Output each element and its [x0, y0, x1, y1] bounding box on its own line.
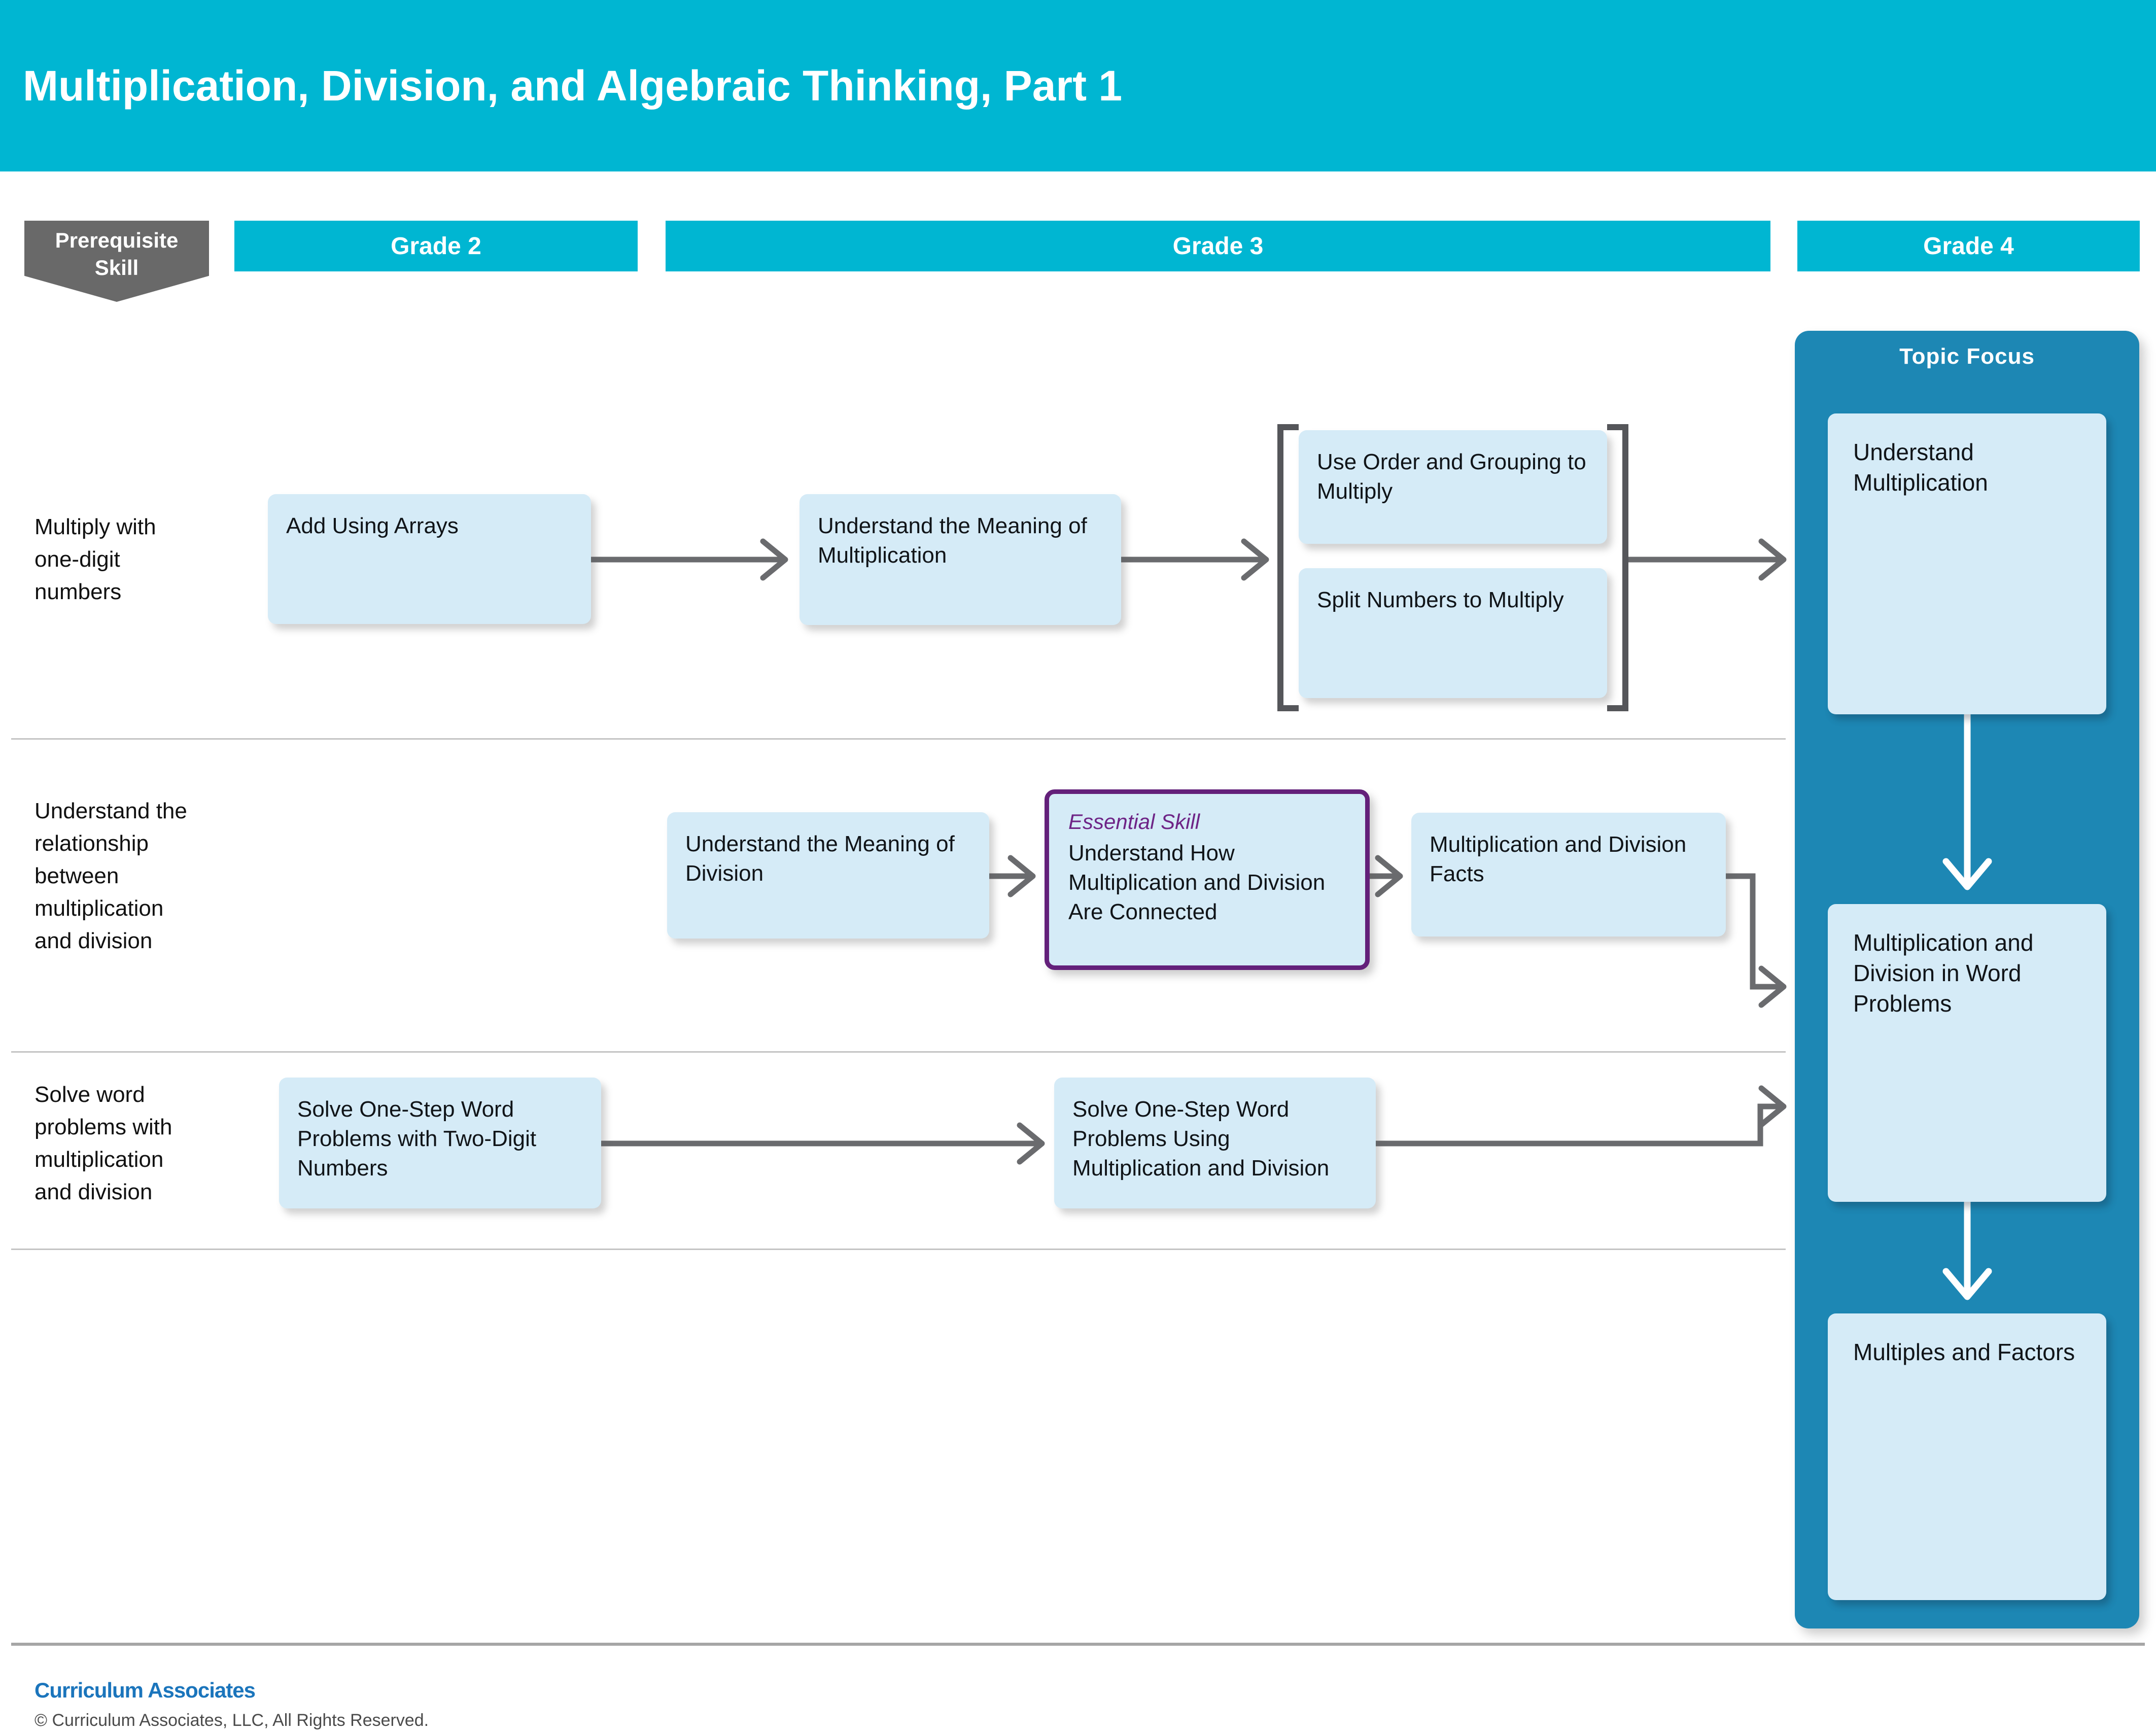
elbow-row2-to-grade4 [1726, 873, 1787, 1008]
elbow-row3-to-grade4 [1372, 1085, 1787, 1147]
group-bracket-right [1607, 424, 1628, 711]
page-title: Multiplication, Division, and Algebraic … [23, 61, 1123, 110]
skill-box-onestep-mult-div: Solve One-Step Word Problems Using Multi… [1054, 1078, 1376, 1208]
topicfocus-box-understand-multiplication: Understand Multiplication [1828, 413, 2106, 714]
header-band: Multiplication, Division, and Algebraic … [0, 0, 2156, 171]
topicfocus-box-mult-div-word-problems: Multiplication and Division in Word Prob… [1828, 904, 2106, 1202]
row-label-2: Understand the relationship between mult… [34, 799, 187, 953]
topic-focus-title: Topic Focus [1899, 344, 2035, 369]
copyright-text: © Curriculum Associates, LLC, All Rights… [34, 1711, 429, 1730]
topicfocus-box-multiples-factors: Multiples and Factors [1828, 1313, 2106, 1600]
column-header-grade2: Grade 2 [234, 221, 638, 271]
essential-skill-box: Essential Skill Understand How Multiplic… [1045, 789, 1370, 970]
column-header-grade4: Grade 4 [1797, 221, 2140, 271]
skill-box-add-using-arrays: Add Using Arrays [268, 494, 591, 624]
prerequisite-skill-badge: Prerequisite Skill [24, 221, 209, 302]
row-label-1: Multiply with one-digit numbers [34, 514, 156, 604]
skill-box-order-grouping-multiply: Use Order and Grouping to Multiply [1299, 430, 1607, 544]
footer-divider [11, 1643, 2145, 1646]
skill-box-split-numbers-multiply: Split Numbers to Multiply [1299, 568, 1607, 698]
skill-box-onestep-twodigit: Solve One-Step Word Problems with Two-Di… [279, 1078, 601, 1208]
essential-skill-title: Understand How Multiplication and Divisi… [1068, 841, 1326, 924]
column-header-grade3: Grade 3 [666, 221, 1770, 271]
row-divider-3 [11, 1249, 1786, 1250]
row-divider-1 [11, 738, 1786, 740]
row-divider-2 [11, 1051, 1786, 1053]
skill-box-meaning-of-division: Understand the Meaning of Division [667, 812, 989, 939]
skill-box-meaning-of-multiplication: Understand the Meaning of Multiplication [799, 494, 1121, 625]
curriculum-associates-logo: Curriculum Associates [34, 1678, 256, 1702]
skill-box-mult-div-facts: Multiplication and Division Facts [1411, 813, 1726, 937]
row-label-3: Solve word problems with multiplication … [34, 1082, 172, 1204]
group-bracket-left [1277, 424, 1299, 711]
essential-skill-tag: Essential Skill [1068, 810, 1200, 834]
